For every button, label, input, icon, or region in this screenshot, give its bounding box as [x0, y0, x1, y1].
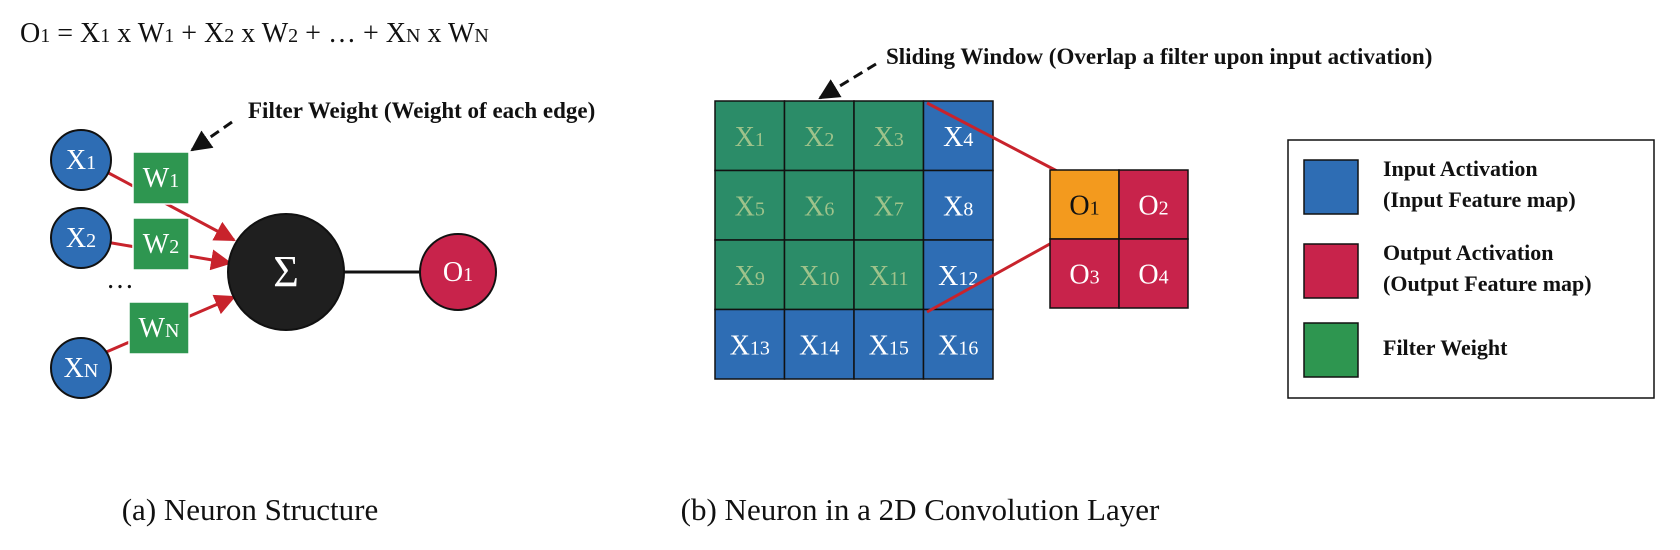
- output-node-o1: O1: [419, 233, 497, 311]
- input-cell-x3: X3: [853, 100, 925, 172]
- neuron-formula: O1 = X1 x W1 + X2 x W2 + … + XN x WN: [20, 18, 489, 49]
- input-cell-x10: X10: [783, 239, 855, 311]
- input-cell-x7: X7: [853, 169, 925, 241]
- svg-text:WN: WN: [139, 313, 180, 344]
- weight-box-w1: W1: [132, 151, 190, 205]
- svg-text:X4: X4: [943, 122, 973, 153]
- svg-text:X2: X2: [804, 122, 834, 153]
- svg-text:X2: X2: [66, 223, 96, 254]
- input-cell-x14: X14: [783, 308, 855, 380]
- input-node-xn: XN: [50, 337, 112, 399]
- svg-text:O2: O2: [1138, 191, 1168, 222]
- sliding-window-annotation: Sliding Window (Overlap a filter upon in…: [886, 44, 1432, 69]
- filter-weight-arrow: [190, 120, 233, 152]
- svg-text:O1: O1: [1069, 191, 1099, 222]
- svg-text:X8: X8: [943, 191, 973, 222]
- svg-text:X5: X5: [735, 191, 765, 222]
- legend-swatch-input: [1303, 159, 1359, 215]
- legend-swatch-output: [1303, 243, 1359, 299]
- input-cell-x8: X8: [922, 169, 994, 241]
- sliding-window-arrow: [818, 62, 877, 100]
- input-cell-x9: X9: [714, 239, 786, 311]
- edge-x1-sum: [102, 168, 236, 242]
- svg-text:X9: X9: [735, 261, 765, 292]
- svg-text:X7: X7: [874, 191, 904, 222]
- svg-text:XN: XN: [64, 353, 99, 384]
- svg-text:X15: X15: [869, 330, 909, 361]
- legend: Input Activation (Input Feature map) Out…: [1287, 139, 1655, 399]
- svg-text:Output Activation: Output Activation: [1383, 240, 1554, 265]
- svg-text:W1: W1: [143, 163, 179, 194]
- projection-line-top: [926, 101, 1058, 173]
- svg-text:(Output Feature map): (Output Feature map): [1383, 271, 1592, 296]
- svg-text:(Input Feature map): (Input Feature map): [1383, 187, 1576, 212]
- caption-a: (a) Neuron Structure: [122, 492, 379, 527]
- input-node-x1: X1: [50, 129, 112, 191]
- svg-text:X1: X1: [735, 122, 765, 153]
- svg-text:O3: O3: [1069, 260, 1099, 291]
- svg-text:X6: X6: [804, 191, 834, 222]
- input-cell-x5: X5: [714, 169, 786, 241]
- svg-text:X14: X14: [799, 330, 839, 361]
- summation-node: Σ: [227, 213, 345, 331]
- input-cell-x15: X15: [853, 308, 925, 380]
- input-cell-x2: X2: [783, 100, 855, 172]
- weight-box-w2: W2: [132, 217, 190, 271]
- neuron-structure: X1 X2 … XN W1 W2 WN Σ: [50, 98, 595, 527]
- svg-text:O4: O4: [1138, 260, 1168, 291]
- input-cell-x4: X4: [922, 100, 994, 172]
- svg-text:X16: X16: [938, 330, 978, 361]
- output-cell-o2: O2: [1118, 169, 1189, 240]
- input-cell-x11: X11: [853, 239, 925, 311]
- input-cell-x16: X16: [922, 308, 994, 380]
- svg-text:X11: X11: [869, 261, 909, 292]
- legend-item-output: Output Activation (Output Feature map): [1303, 240, 1592, 299]
- svg-text:X3: X3: [874, 122, 904, 153]
- filter-weight-annotation: Filter Weight (Weight of each edge): [248, 98, 595, 123]
- svg-text:Input Activation: Input Activation: [1383, 156, 1538, 181]
- svg-text:Filter Weight: Filter Weight: [1383, 335, 1508, 360]
- legend-swatch-filter: [1303, 322, 1359, 378]
- output-cell-o1: O1: [1049, 169, 1120, 240]
- svg-text:X12: X12: [938, 261, 978, 292]
- inputs-ellipsis: …: [106, 264, 134, 295]
- output-cell-o4: O4: [1118, 238, 1189, 309]
- input-cell-x1: X1: [714, 100, 786, 172]
- input-node-x2: X2: [50, 207, 112, 269]
- sigma-icon: Σ: [273, 247, 299, 296]
- input-cell-x12: X12: [922, 239, 994, 311]
- output-cell-o3: O3: [1049, 238, 1120, 309]
- weight-box-wn: WN: [128, 301, 190, 355]
- projection-line-bottom: [926, 238, 1058, 314]
- svg-text:W2: W2: [143, 229, 179, 260]
- svg-text:X13: X13: [730, 330, 770, 361]
- input-cell-x13: X13: [714, 308, 786, 380]
- input-cell-x6: X6: [783, 169, 855, 241]
- caption-b: (b) Neuron in a 2D Convolution Layer: [681, 492, 1160, 527]
- svg-text:X1: X1: [66, 145, 96, 176]
- legend-item-input: Input Activation (Input Feature map): [1303, 156, 1576, 215]
- legend-item-filter: Filter Weight: [1303, 322, 1508, 378]
- svg-text:X10: X10: [799, 261, 839, 292]
- svg-text:O1: O1: [443, 257, 473, 288]
